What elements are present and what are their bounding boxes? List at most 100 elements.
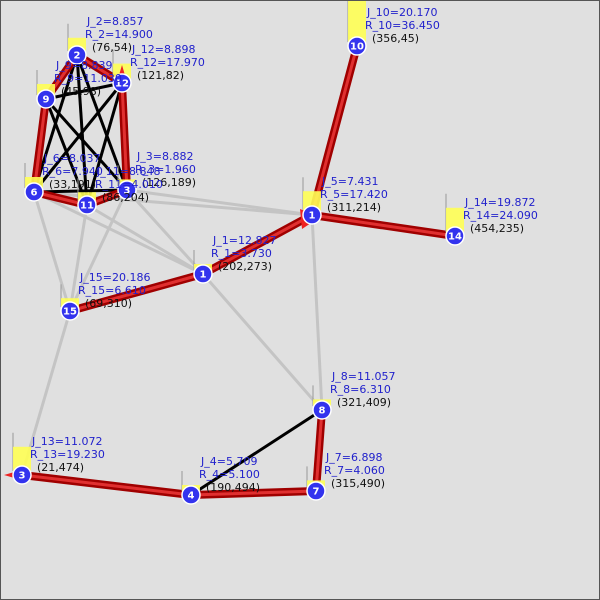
j-value-label: J_4=5.709 xyxy=(200,455,257,468)
gray-edge-6-15 xyxy=(32,191,72,312)
node-number-label: 8 xyxy=(319,406,326,417)
coordinate-label: (321,409) xyxy=(337,396,391,409)
graph-node-5[interactable]: 1 xyxy=(302,205,322,225)
r-value-label: R_8=6.310 xyxy=(330,383,391,396)
gray-edge-3-15 xyxy=(68,189,129,312)
gray-edge-5-8 xyxy=(310,214,324,411)
graph-node-14[interactable]: 14 xyxy=(445,226,465,246)
level-bar-13 xyxy=(12,432,31,471)
graph-node-3[interactable]: 3 xyxy=(117,180,137,200)
level-bar-5 xyxy=(302,177,321,211)
j-value-label: J_9=8.839 xyxy=(55,59,112,72)
node-number-label: 15 xyxy=(63,307,77,318)
r-value-label: R_4=5.100 xyxy=(199,468,260,481)
coordinate-label: (454,235) xyxy=(470,222,524,235)
graph-node-2[interactable]: 2 xyxy=(67,45,87,65)
r-value-label: R_7=4.060 xyxy=(324,464,385,477)
node-number-label: 3 xyxy=(19,471,26,482)
j-value-label: J_8=11.057 xyxy=(331,370,395,383)
node-number-label: 6 xyxy=(31,188,38,199)
graph-node-11[interactable]: 11 xyxy=(77,195,97,215)
j-value-label: J_13=11.072 xyxy=(31,435,102,448)
gray-edge-6-1 xyxy=(33,190,204,276)
r-value-label: R_12=17.970 xyxy=(130,56,205,69)
level-bar-14 xyxy=(445,193,464,232)
node-number-label: 4 xyxy=(188,491,195,502)
gray-edge-11-15 xyxy=(68,204,89,312)
graph-node-15[interactable]: 15 xyxy=(60,301,80,321)
black-edge-9-3 xyxy=(44,98,129,191)
node-number-label: 1 xyxy=(200,270,207,281)
arrow-markers-layer xyxy=(4,65,320,482)
coordinate-label: (69,310) xyxy=(85,297,132,310)
r-value-label: R_5=17.420 xyxy=(320,188,388,201)
coordinate-label: (21,474) xyxy=(37,461,84,474)
node-number-label: 10 xyxy=(350,42,364,53)
coordinate-label: (190,494) xyxy=(206,481,260,494)
node-number-label: 12 xyxy=(115,79,129,90)
coordinate-label: (202,273) xyxy=(218,260,272,273)
graph-node-13[interactable]: 3 xyxy=(12,465,32,485)
r-value-label: R_13=19.230 xyxy=(30,448,105,461)
r-value-label: R_10=36.450 xyxy=(365,19,440,32)
node-number-label: 14 xyxy=(448,232,462,243)
j-value-label: J_3=8.882 xyxy=(136,150,193,163)
coordinate-label: (76,54) xyxy=(92,41,132,54)
black-edge-9-12 xyxy=(45,81,123,101)
j-value-label: J_7=6.898 xyxy=(325,451,382,464)
coordinate-label: (315,490) xyxy=(331,477,385,490)
red-edge-7-8 xyxy=(312,406,326,495)
gray-edge-3-1 xyxy=(125,188,205,276)
red-edge-5-14 xyxy=(308,211,459,240)
graph-node-12[interactable]: 12 xyxy=(112,73,132,93)
graph-node-10[interactable]: 10 xyxy=(347,36,367,56)
coordinate-label: (356,45) xyxy=(372,32,419,45)
coordinate-label: (45,98) xyxy=(61,85,101,98)
j-value-label: J_1=12.827 xyxy=(212,234,276,247)
node-number-label: 2 xyxy=(74,51,81,62)
j-value-label: J_6=8.037 xyxy=(43,152,100,165)
j-value-label: J_12=8.898 xyxy=(131,43,195,56)
r-value-label: R_6=7.940 xyxy=(42,165,103,178)
graph-node-6[interactable]: 6 xyxy=(24,182,44,202)
graph-node-7[interactable]: 7 xyxy=(306,481,326,501)
coordinate-label: (33,191) xyxy=(49,178,96,191)
r-value-label: R_1=3.730 xyxy=(211,247,272,260)
graph-node-4[interactable]: 4 xyxy=(181,485,201,505)
red-edge-5-1 xyxy=(199,211,316,278)
j-value-label: J_10=20.170 xyxy=(366,6,437,19)
j-value-label: J_2=8.857 xyxy=(86,15,143,28)
black-edge-2-3 xyxy=(75,54,129,191)
coordinate-label: (86,204) xyxy=(102,191,149,204)
gray-edges-layer xyxy=(20,188,324,476)
gray-edge-1-8 xyxy=(201,273,324,411)
j-value-label: J_11=8.848 xyxy=(96,165,160,178)
node-number-label: 3 xyxy=(124,186,131,197)
graph-node-1[interactable]: 1 xyxy=(193,264,213,284)
black-edge-12-11 xyxy=(85,82,124,206)
gray-edge-11-1 xyxy=(86,203,204,276)
j-value-label: J_15=20.186 xyxy=(79,271,150,284)
coordinate-label: (311,214) xyxy=(327,201,381,214)
j-value-label: J_14=19.872 xyxy=(464,196,535,209)
level-bar-10 xyxy=(347,1,366,42)
red-edge-10-5 xyxy=(308,42,361,219)
coordinate-label: (121,82) xyxy=(137,69,184,82)
r-value-label: R_2=14.900 xyxy=(85,28,153,41)
graph-node-9[interactable]: 9 xyxy=(36,89,56,109)
graph-node-8[interactable]: 8 xyxy=(312,400,332,420)
red-edge-1-15 xyxy=(66,270,207,315)
gray-edge-3-5 xyxy=(126,188,313,217)
red-edge-12-3 xyxy=(118,79,131,194)
